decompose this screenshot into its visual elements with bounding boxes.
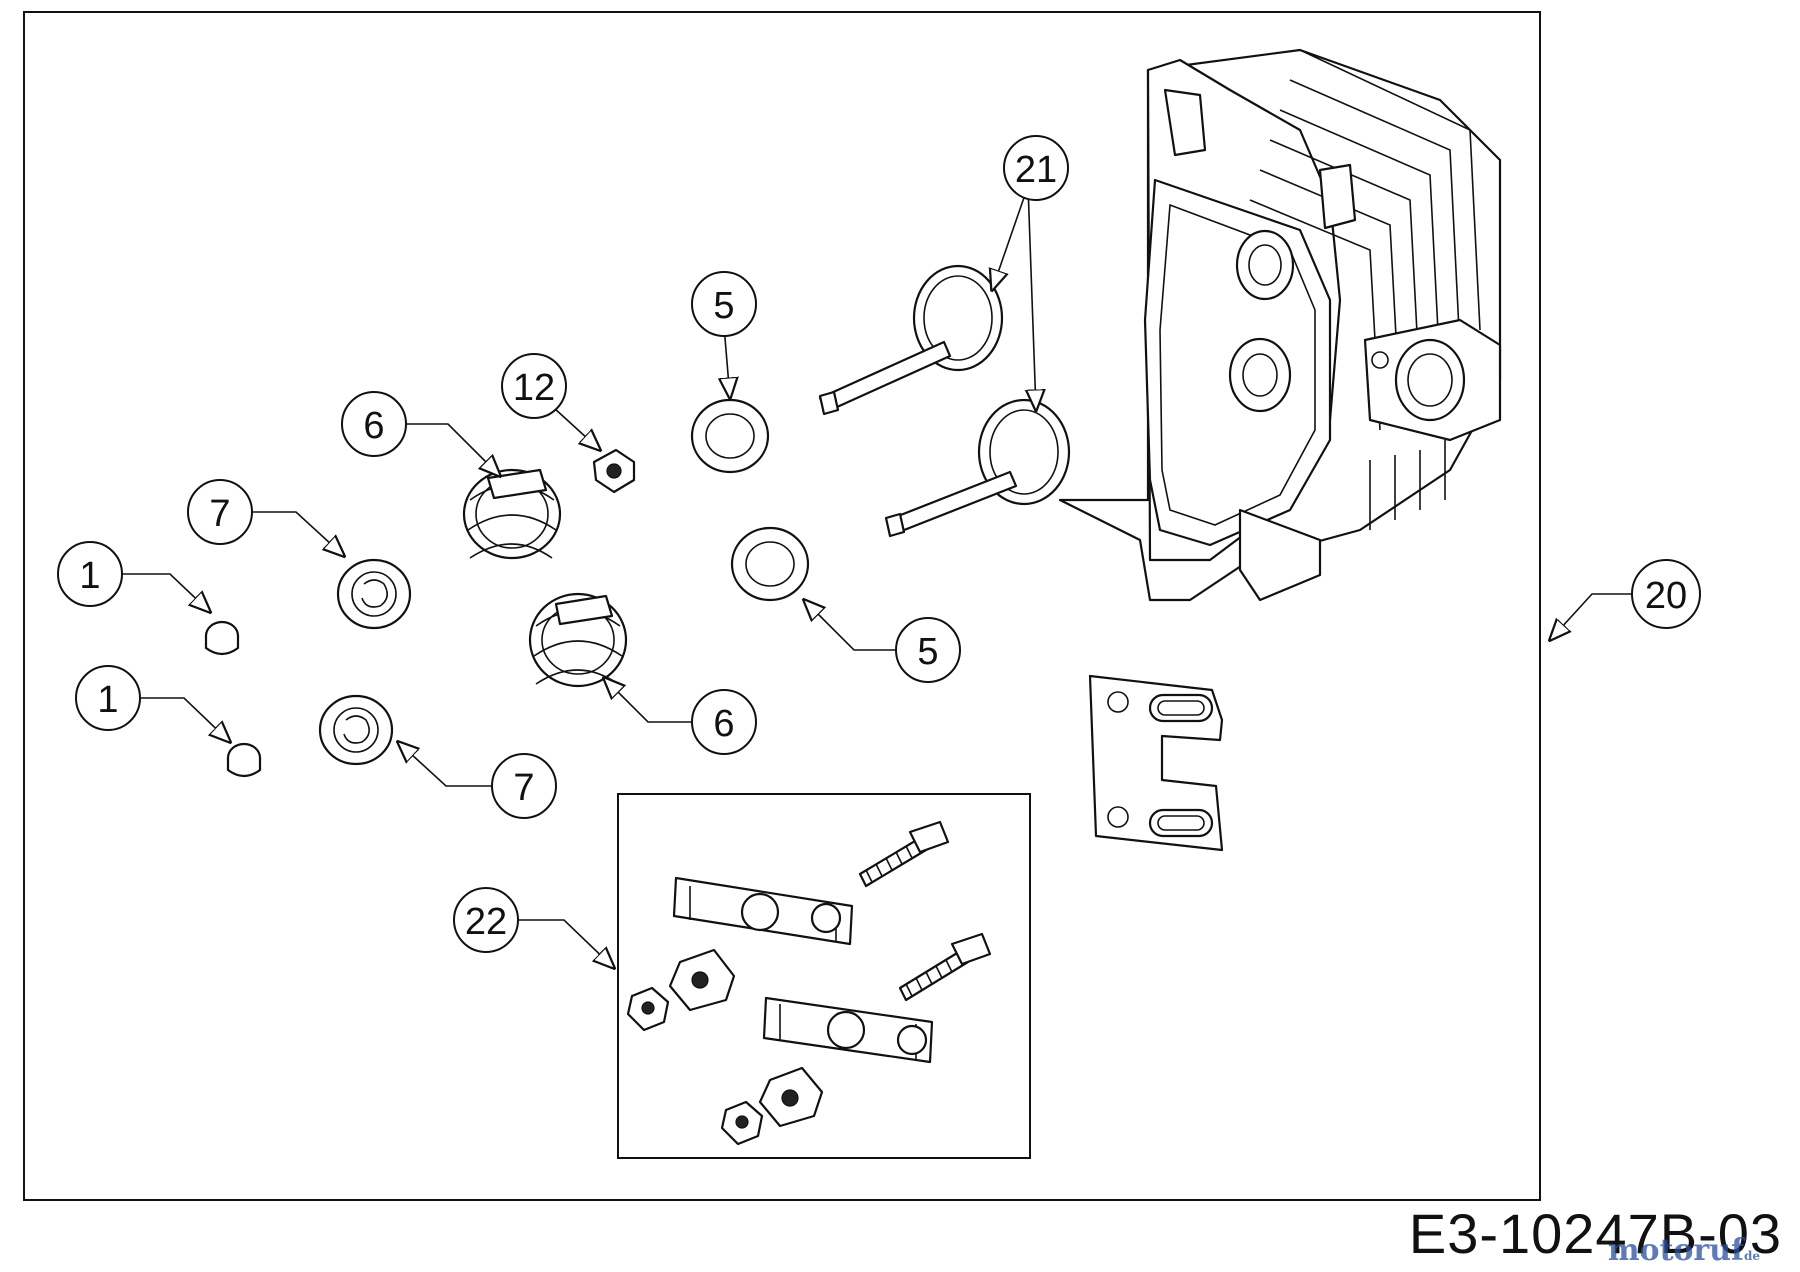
spring-retainer-upper-part [336,558,412,630]
callout-22: 22 [453,887,519,953]
rocker-stud-upper-part [858,820,950,888]
callout-5-lower: 5 [895,617,961,683]
callout-1-upper: 1 [57,541,123,607]
callout-1-lower: 1 [75,665,141,731]
callout-7-upper-label: 7 [209,493,230,535]
cylinder-head-part [1058,48,1502,602]
callout-7-lower: 7 [491,753,557,819]
valve-cap-upper-part [204,620,240,656]
valve-spring-upper-part [462,468,562,560]
callout-5-upper: 5 [691,271,757,337]
callout-20-label: 20 [1645,575,1687,617]
callout-12-label: 12 [513,367,555,409]
rocker-kit-box [617,793,1031,1159]
callout-7-upper: 7 [187,479,253,545]
diagram-frame [23,11,1541,1201]
rocker-arm-lower-part [762,996,934,1064]
adjust-nut-upper-part [626,986,670,1032]
rocker-arm-upper-part [672,876,854,946]
callout-1-upper-label: 1 [79,555,100,597]
callout-6-upper-label: 6 [363,405,384,447]
adjust-nut-lower-part [720,1100,764,1146]
callout-6-lower: 6 [691,689,757,755]
drawing-code: E3-10247B-03 [1408,1202,1782,1265]
exhaust-valve-part [884,398,1071,538]
valve-seal-upper-part [690,398,770,474]
callout-21-label: 21 [1015,149,1057,191]
pivot-ball-upper-part [668,948,736,1012]
callout-12: 12 [501,353,567,419]
callout-20: 20 [1631,559,1701,629]
callout-6-lower-label: 6 [713,703,734,745]
callout-5-lower-label: 5 [917,631,938,673]
watermark-brand: motoruf [1607,1233,1744,1268]
watermark-logo: motorufde [1608,1233,1760,1268]
valve-spring-lower-part [528,592,628,688]
callout-22-label: 22 [465,901,507,943]
nut-part [592,448,636,494]
rocker-stud-lower-part [898,932,992,1002]
valve-cap-lower-part [226,742,262,778]
valve-seal-lower-part [730,526,810,602]
watermark-tld: de [1743,1249,1760,1263]
spring-retainer-lower-part [318,694,394,766]
callout-1-lower-label: 1 [97,679,118,721]
pivot-ball-lower-part [758,1066,824,1128]
leader-lines [120,185,1632,968]
callout-21: 21 [1003,135,1069,201]
callout-6-upper: 6 [341,391,407,457]
head-gasket-part [1088,674,1224,852]
callout-7-lower-label: 7 [513,767,534,809]
intake-valve-part [818,264,1004,416]
callout-5-upper-label: 5 [713,285,734,327]
